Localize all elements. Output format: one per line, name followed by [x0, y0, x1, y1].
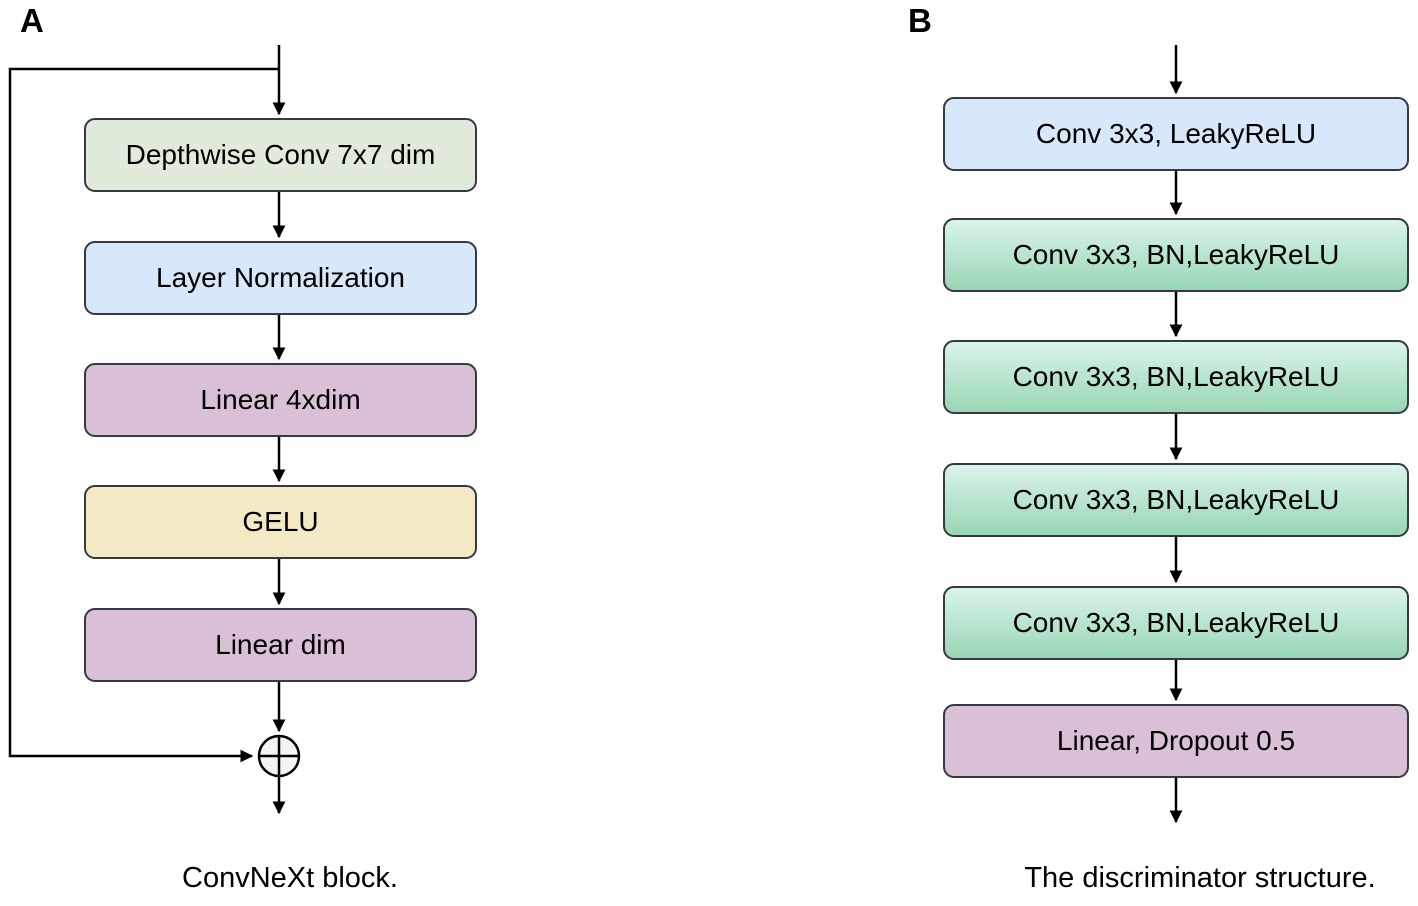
panel-a-label: A — [20, 2, 44, 39]
flow-box-linear-dropout: Linear, Dropout 0.5 — [943, 704, 1409, 778]
flow-box-depthwise-conv: Depthwise Conv 7x7 dim — [84, 118, 477, 192]
flow-box-conv-leakyrelu: Conv 3x3, LeakyReLU — [943, 97, 1409, 171]
panel-b-label: B — [908, 2, 932, 39]
flow-box-conv-bn-leakyrelu-4: Conv 3x3, BN,LeakyReLU — [943, 586, 1409, 660]
flow-box-gelu: GELU — [84, 485, 477, 559]
flow-box-conv-bn-leakyrelu-3: Conv 3x3, BN,LeakyReLU — [943, 463, 1409, 537]
sum-node-circle — [257, 734, 301, 778]
panel-b-caption: The discriminator structure. — [1024, 862, 1376, 894]
flow-box-linear-4xdim: Linear 4xdim — [84, 363, 477, 437]
flow-box-linear-dim: Linear dim — [84, 608, 477, 682]
flow-box-layer-normalization: Layer Normalization — [84, 241, 477, 315]
flow-box-conv-bn-leakyrelu-2: Conv 3x3, BN,LeakyReLU — [943, 340, 1409, 414]
flow-box-conv-bn-leakyrelu-1: Conv 3x3, BN,LeakyReLU — [943, 218, 1409, 292]
panel-a-caption: ConvNeXt block. — [182, 862, 398, 894]
